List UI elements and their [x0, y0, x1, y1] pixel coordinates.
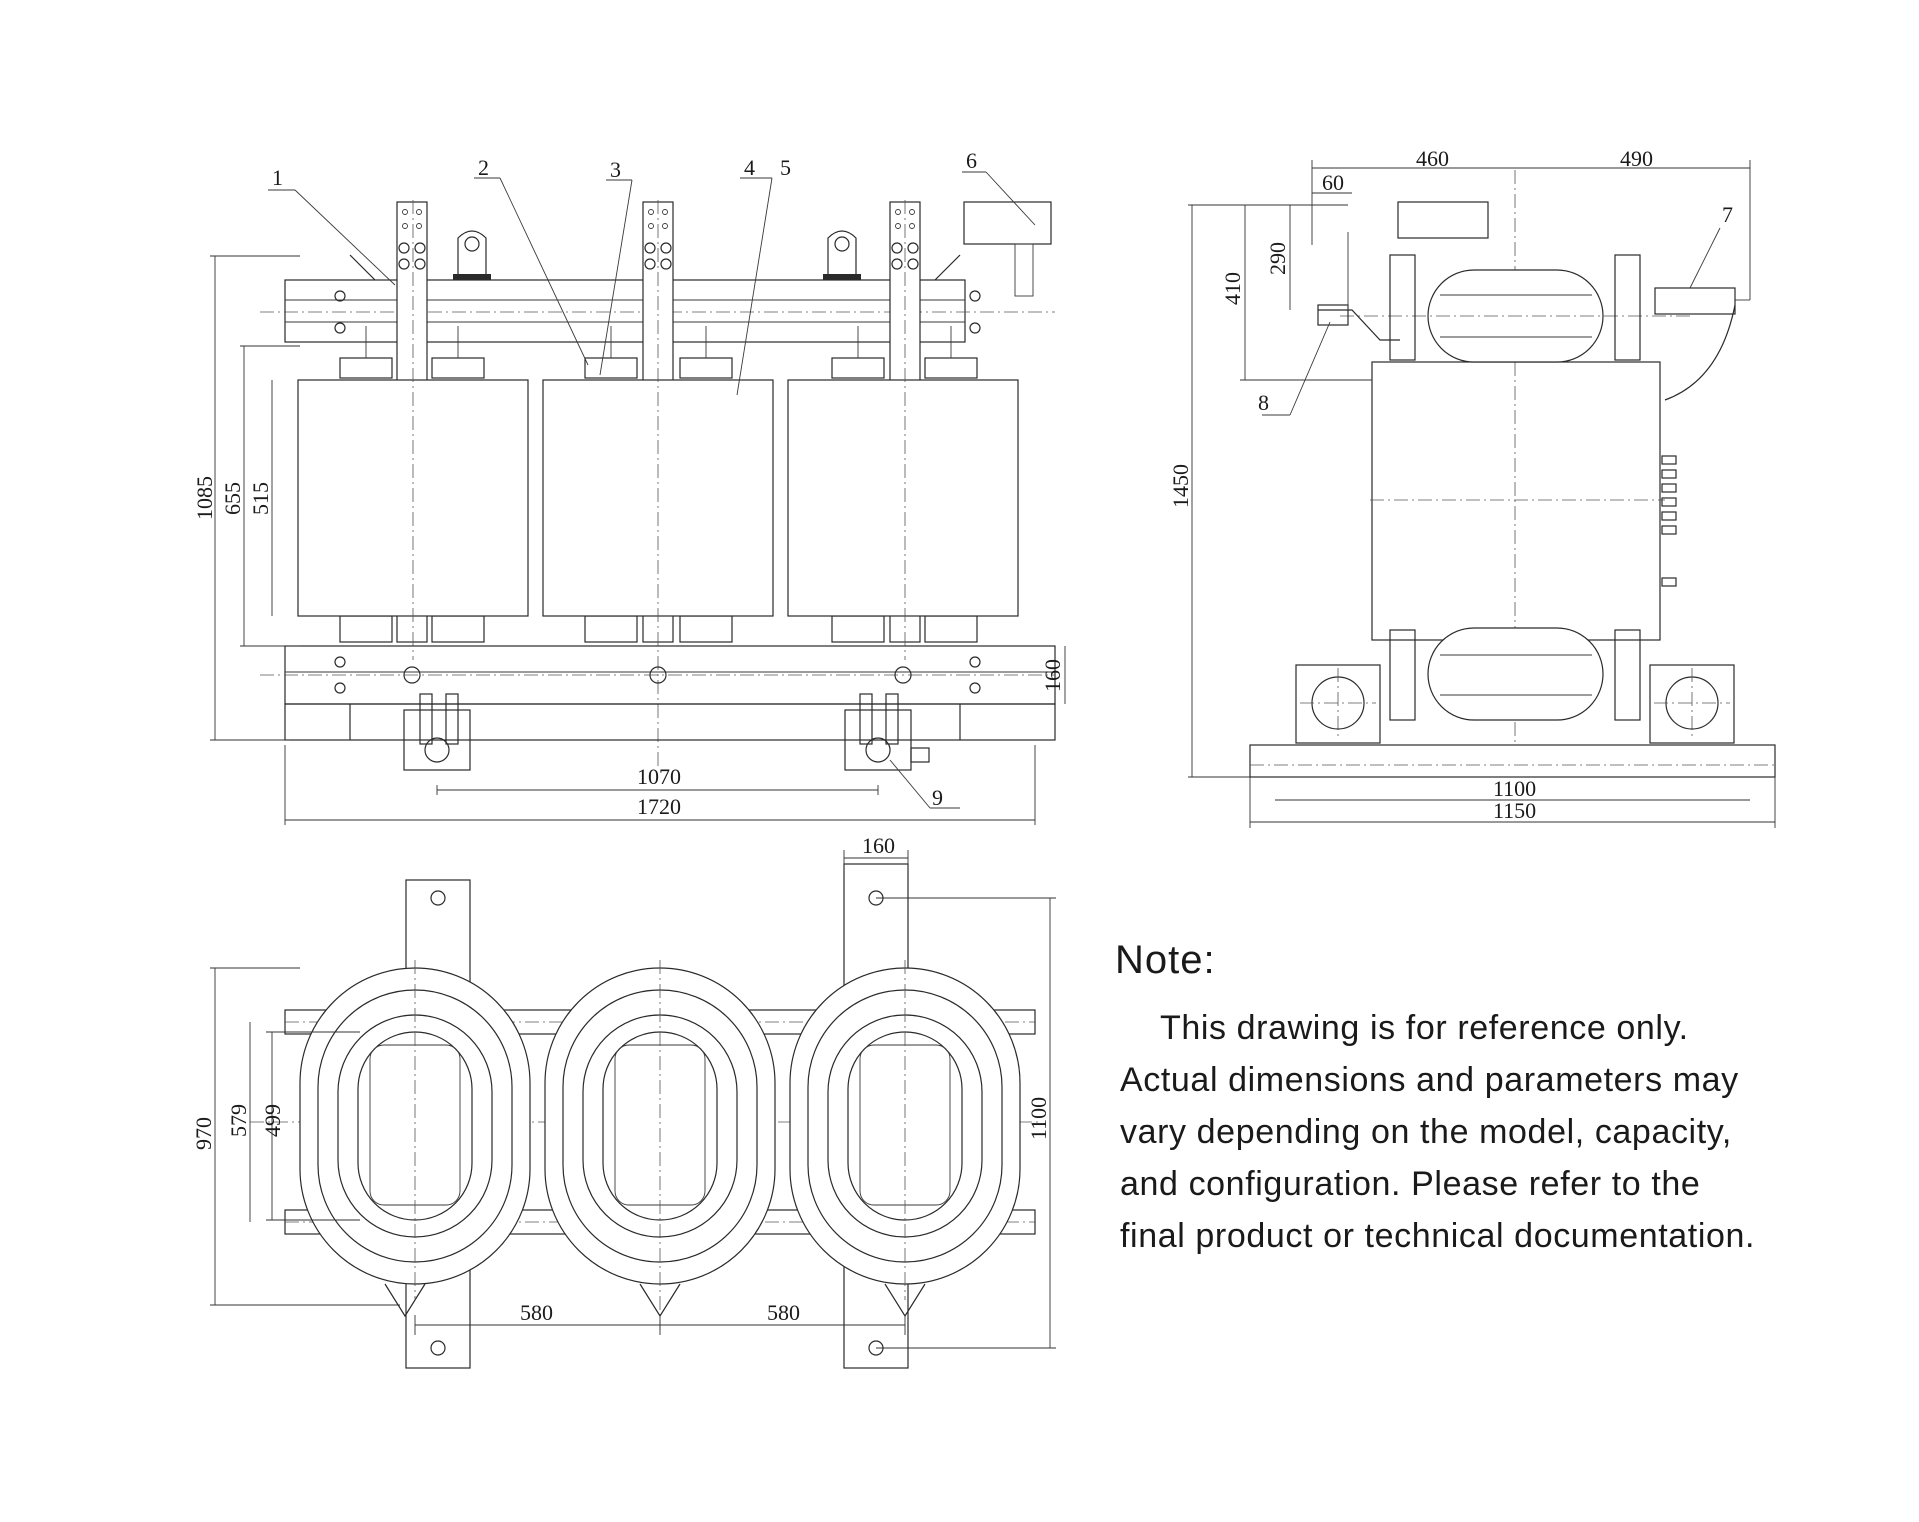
top-view: 160 970 579 499 1100 580 580 — [191, 833, 1056, 1369]
coil-spacers — [339, 326, 978, 643]
dim-160: 160 — [1040, 659, 1065, 692]
dim-1070: 1070 — [637, 764, 681, 789]
dim-1100-top: 1100 — [1026, 1097, 1051, 1140]
dim-970: 970 — [191, 1117, 216, 1150]
label-9: 9 — [932, 785, 943, 810]
dim-460: 460 — [1416, 146, 1449, 171]
dim-515: 515 — [248, 482, 273, 515]
dim-1720: 1720 — [637, 794, 681, 819]
label-7: 7 — [1722, 202, 1733, 227]
dim-1100-side: 1100 — [1493, 776, 1536, 801]
dim-580-left: 580 — [520, 1300, 553, 1325]
note-body: This drawing is for reference only. Actu… — [1120, 1009, 1756, 1255]
label-3: 3 — [610, 157, 621, 182]
coil-top-center — [544, 960, 776, 1330]
dim-60: 60 — [1322, 170, 1344, 195]
front-part-labels: 1 2 3 4 5 6 9 — [272, 148, 977, 810]
dim-490: 490 — [1620, 146, 1653, 171]
side-view: 460 490 60 290 410 1450 1100 1150 7 8 — [1168, 146, 1776, 828]
dim-410: 410 — [1220, 272, 1245, 305]
dim-1450: 1450 — [1168, 464, 1193, 508]
dim-579: 579 — [226, 1104, 251, 1137]
lifting-lug — [453, 230, 491, 280]
label-4: 4 — [744, 155, 755, 180]
beam-bolts — [334, 290, 981, 334]
lifting-lug — [823, 230, 861, 280]
coil-right — [787, 379, 1019, 617]
dim-290: 290 — [1265, 242, 1290, 275]
front-view: 1 2 3 4 5 6 9 1085 655 515 160 1070 1720 — [192, 148, 1066, 825]
note-title: Note: — [1115, 938, 1216, 982]
coil-top-left — [299, 960, 531, 1318]
tap-terminals — [1661, 455, 1677, 587]
dim-160-top: 160 — [862, 833, 895, 858]
dim-1150: 1150 — [1493, 798, 1536, 823]
label-6: 6 — [966, 148, 977, 173]
label-1: 1 — [272, 165, 283, 190]
dim-580-right: 580 — [767, 1300, 800, 1325]
wheel — [403, 693, 471, 771]
wheel — [844, 693, 930, 771]
coil-top-right — [789, 960, 1021, 1318]
label-8: 8 — [1258, 390, 1269, 415]
label-5: 5 — [780, 155, 791, 180]
dim-1085: 1085 — [192, 476, 217, 520]
dim-499: 499 — [260, 1104, 285, 1137]
label-2: 2 — [478, 155, 489, 180]
dim-655: 655 — [220, 482, 245, 515]
